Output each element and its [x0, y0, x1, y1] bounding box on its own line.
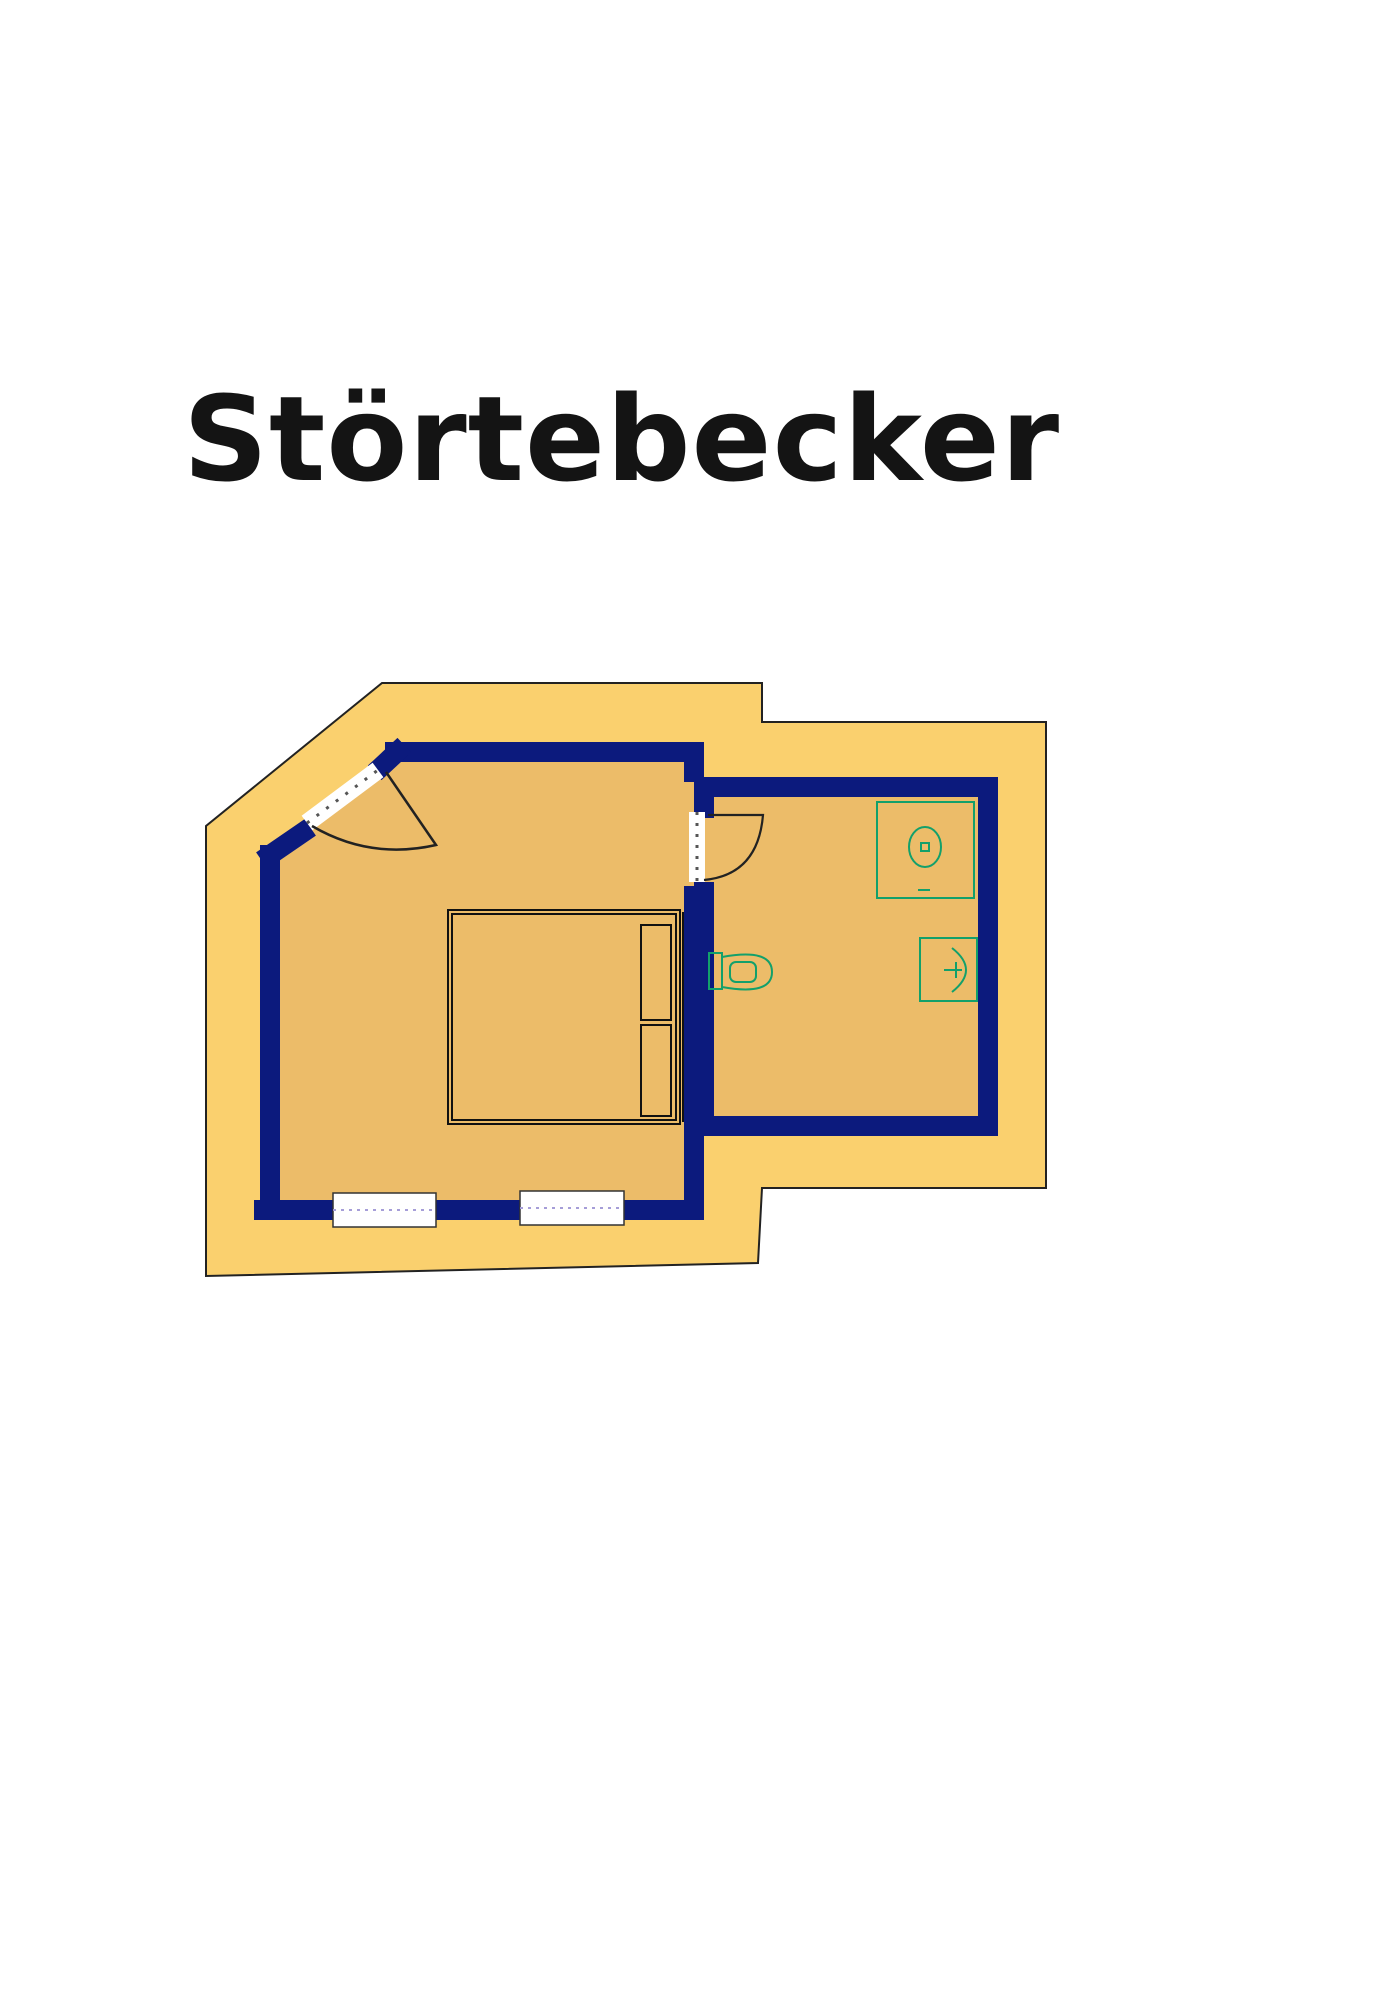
bathroom-door-swing	[703, 813, 765, 882]
shower	[876, 801, 975, 899]
window-right	[519, 1190, 625, 1226]
bathroom-walls	[694, 777, 998, 1136]
toilet	[708, 952, 774, 991]
double-bed	[447, 909, 684, 1125]
washbasin	[919, 937, 978, 1002]
window-left	[332, 1192, 437, 1228]
floor-plan-title: Störtebecker	[183, 370, 1061, 508]
entry-door-threshold-dots	[306, 768, 379, 825]
bathroom	[689, 777, 998, 1136]
bedroom-floor	[270, 743, 698, 1208]
bedroom	[254, 737, 704, 1228]
entry-door-swing	[311, 771, 439, 851]
